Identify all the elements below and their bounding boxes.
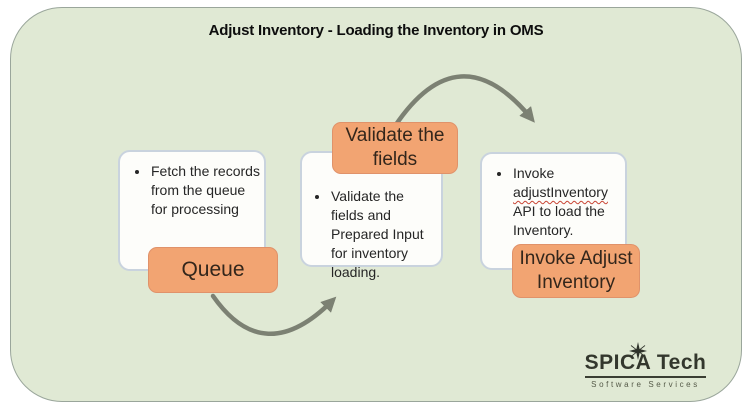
diagram-title: Adjust Inventory - Loading the Inventory… [208,22,544,39]
step-box-validate-list: Validate the fields and Prepared Input f… [302,153,441,282]
logo-tagline: Software Services [591,380,700,389]
bullet-text-spellcheck: adjustInventory [513,184,608,200]
label-invoke-adjust-inventory: Invoke Adjust Inventory [512,244,640,298]
spica-tech-logo: SPICA Tech Software Services [583,342,708,389]
bullet-text-pre: Invoke [513,165,555,181]
step-box-invoke-list: Invoke adjustInventory API to load the I… [482,154,625,240]
label-queue: Queue [148,247,278,293]
label-validate-the-fields: Validate the fields [332,122,458,174]
sparkle-star-icon [629,342,647,360]
bullet-text-post: API to load the Inventory. [513,203,605,238]
step-box-queue-list: Fetch the records from the queue for pro… [120,152,264,219]
step-box-queue-bullet: Fetch the records from the queue for pro… [150,162,260,219]
step-box-invoke-bullet: Invoke adjustInventory API to load the I… [512,164,621,240]
step-box-validate-bullet: Validate the fields and Prepared Input f… [330,187,437,282]
logo-brand-text: SPICA Tech [584,351,707,378]
